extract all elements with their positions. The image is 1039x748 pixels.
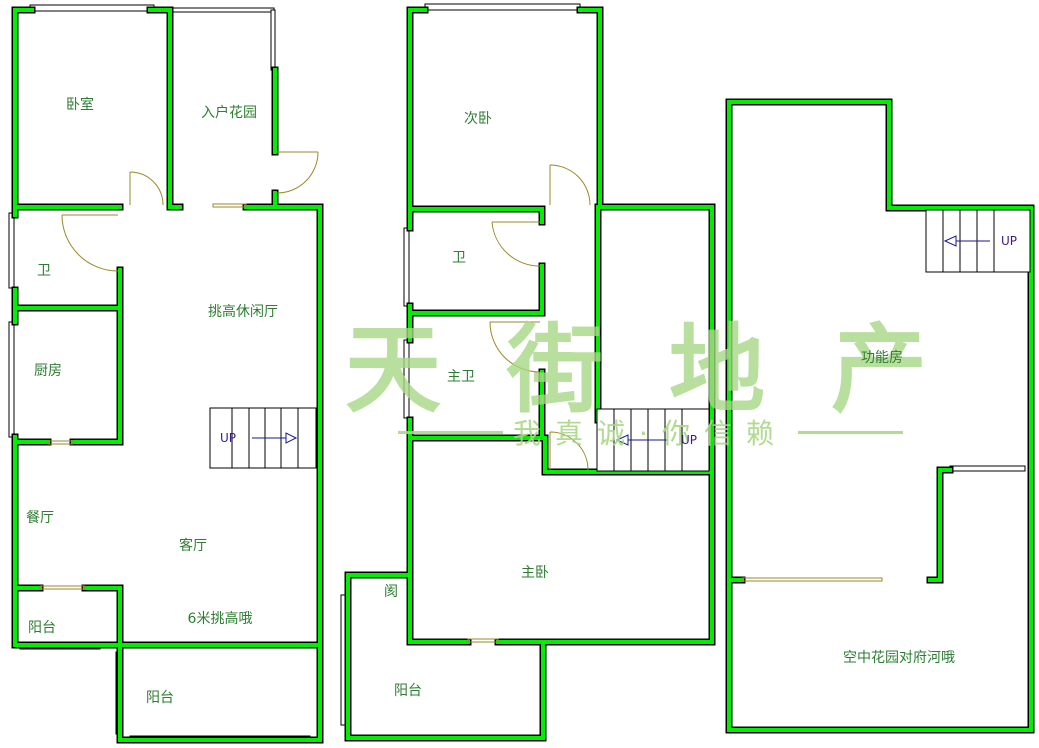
room-label-living: 客厅 (179, 538, 207, 554)
arrow-right-icon (285, 432, 298, 444)
watermark-brand: 天街地产 (345, 314, 993, 426)
doors (39, 151, 883, 643)
room-label-bedroom: 卧室 (66, 97, 94, 113)
window (29, 4, 155, 12)
room-label-closet: 阂 (384, 584, 398, 600)
room-label-balcony: 阳台 (394, 683, 422, 699)
window (8, 321, 15, 438)
room-label-entry-garden: 入户花园 (201, 105, 257, 121)
stairs-up-label: UP (219, 431, 237, 445)
room-label-bathroom: 卫 (452, 250, 466, 266)
wall (346, 205, 714, 740)
sliding-door (212, 203, 247, 208)
door-swing (549, 164, 591, 206)
sliding-door (467, 638, 499, 643)
walls (11, 6, 1035, 744)
door-swing (61, 214, 119, 272)
watermark-slogan: 我真诚·你信赖 (398, 412, 903, 452)
divider (797, 430, 903, 434)
door-swing (129, 171, 164, 206)
window (424, 3, 581, 11)
door-swing (276, 151, 319, 194)
room-label-master-bath: 主卫 (447, 369, 475, 385)
room-note-living: 6米挑高哦 (187, 611, 253, 627)
window (169, 7, 275, 13)
sliding-door (47, 440, 74, 445)
divider (398, 430, 504, 434)
room-label-bathroom: 卫 (37, 263, 51, 279)
window (949, 465, 1026, 472)
window (270, 9, 276, 71)
room-label-function-room: 功能房 (861, 350, 903, 366)
door-swing (549, 431, 589, 471)
stairs (209, 209, 1031, 472)
wall (13, 268, 122, 647)
stairs-up-label: UP (1000, 234, 1018, 248)
room-label-master-bedroom: 主卧 (521, 565, 549, 581)
stairs-up-label: UP (680, 433, 698, 447)
room-label-second-bedroom: 次卧 (464, 111, 492, 127)
watermark-slogan-text: 我真诚·你信赖 (513, 417, 788, 450)
sliding-door (741, 577, 883, 582)
window (8, 212, 15, 289)
wall (727, 100, 1033, 732)
room-label-sky-garden: 空中花园对府河哦 (843, 650, 955, 666)
room-label-lounge: 挑高休闲厅 (208, 304, 278, 320)
stair-arrows (252, 235, 990, 446)
arrow-left-icon (615, 434, 629, 446)
door-swing (489, 321, 541, 373)
room-label-kitchen: 厨房 (34, 363, 62, 379)
room-label-dining: 餐厅 (26, 510, 54, 526)
arrow-left-icon (943, 235, 957, 247)
door-swing (491, 221, 541, 267)
room-label-balcony: 阳台 (146, 690, 174, 706)
wall (13, 68, 322, 647)
wall (408, 8, 714, 644)
room-label-balcony: 阳台 (28, 620, 56, 636)
sliding-door (39, 585, 86, 590)
